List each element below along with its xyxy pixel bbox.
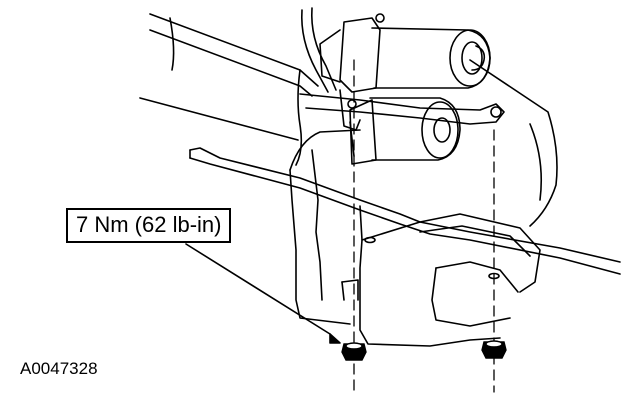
washer-hoses bbox=[300, 7, 337, 93]
figure-id: A0047328 bbox=[20, 359, 98, 378]
mounting-bracket bbox=[299, 89, 505, 131]
washer-pump-motor bbox=[319, 13, 491, 165]
torque-callout: 7 Nm (62 lb-in) bbox=[66, 208, 232, 243]
upper-body-panel bbox=[139, 13, 319, 166]
mounting-nut bbox=[341, 342, 367, 361]
radiator-shroud bbox=[189, 147, 621, 275]
side-panel bbox=[469, 59, 558, 227]
callout-leader bbox=[185, 243, 341, 344]
mounting-bolt bbox=[481, 340, 507, 359]
